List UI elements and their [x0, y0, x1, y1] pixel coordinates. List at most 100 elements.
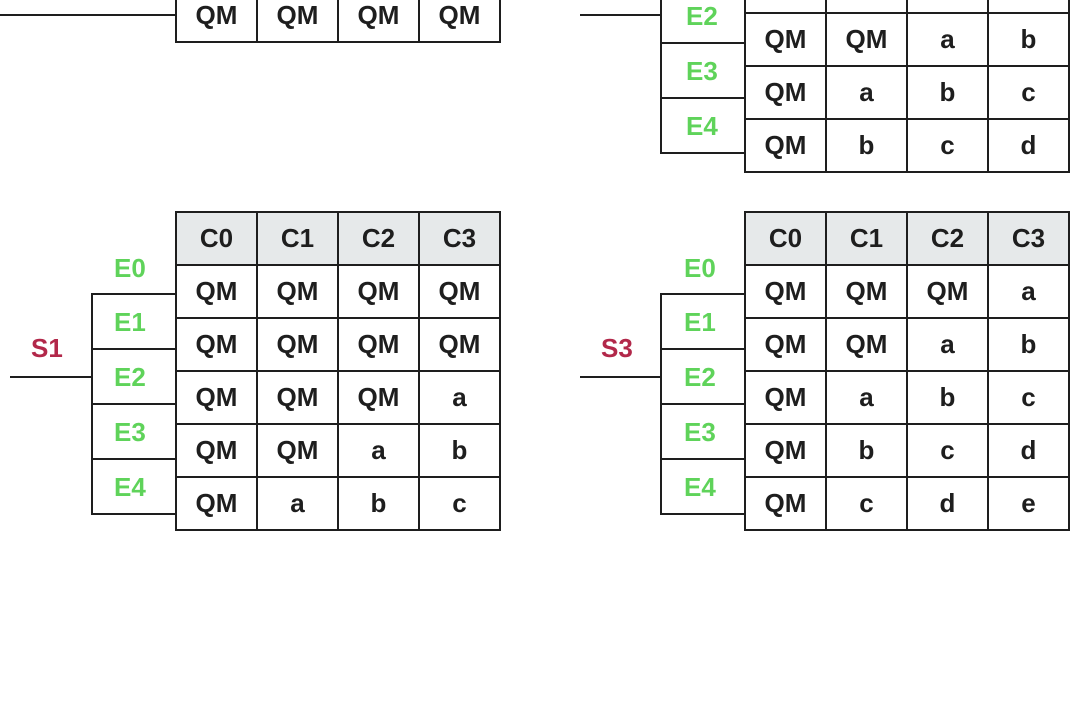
s1-state-label: S1 [31, 333, 63, 363]
table-cell: QM [744, 370, 827, 425]
table-cell: QM [418, 264, 501, 319]
table-cell: QM [337, 370, 420, 425]
table-row: QM QM a b [175, 423, 501, 478]
s3-edge-label-e2: E2 [684, 362, 716, 392]
table-cell: a [987, 264, 1070, 319]
table-cell: a [256, 476, 339, 531]
table-cell: QM [256, 264, 339, 319]
table-row: QM a b c [744, 65, 1070, 120]
table-cell: QM [744, 476, 827, 531]
table-cell: QM [744, 65, 827, 120]
table-cell: a [825, 65, 908, 120]
table-cell: QM [175, 423, 258, 478]
table-cell: QM [744, 317, 827, 372]
table-cell: QM [825, 12, 908, 67]
table-row: QM QM QM QM [175, 264, 501, 319]
table-cell: b [906, 370, 989, 425]
table-cell [744, 0, 827, 14]
top-right-edge-label-e2: E2 [686, 1, 718, 31]
table-cell: QM [906, 264, 989, 319]
table-header-row: C0 C1 C2 C3 [744, 211, 1070, 266]
s3-edge-label-e0: E0 [684, 253, 716, 283]
table-cell: QM [825, 264, 908, 319]
s3-table: C0 C1 C2 C3 QM QM QM a QM QM a b QM a b … [744, 211, 1070, 531]
table-cell: b [906, 65, 989, 120]
s3-edge-label-e3: E3 [684, 417, 716, 447]
table-cell: QM [337, 0, 420, 43]
table-cell: QM [744, 12, 827, 67]
table-cell: c [825, 476, 908, 531]
table-cell: QM [175, 370, 258, 425]
top-right-edge-bracket [660, 0, 744, 154]
table-header-row: C0 C1 C2 C3 [175, 211, 501, 266]
table-row: QM c d e [744, 476, 1070, 531]
table-cell: e [987, 476, 1070, 531]
table-cell: QM [175, 0, 258, 43]
table-row: QM b c d [744, 423, 1070, 478]
table-row: QM a b c [744, 370, 1070, 425]
column-header: C1 [825, 211, 908, 266]
table-cell: c [987, 370, 1070, 425]
table-cell: b [987, 317, 1070, 372]
table-cell: QM [744, 264, 827, 319]
table-cell: c [418, 476, 501, 531]
table-cell: d [987, 423, 1070, 478]
table-cell: b [825, 423, 908, 478]
table-cell [906, 0, 989, 14]
column-header: C3 [418, 211, 501, 266]
s1-edge-label-e3: E3 [114, 417, 146, 447]
table-row: QM QM QM a [175, 370, 501, 425]
table-cell: c [987, 65, 1070, 120]
table-cell: a [825, 370, 908, 425]
table-cell: c [906, 423, 989, 478]
top-left-table: QM QM QM QM [175, 0, 501, 43]
table-cell: b [987, 12, 1070, 67]
table-row: QM a b c [175, 476, 501, 531]
table-cell: a [906, 317, 989, 372]
top-right-edge-label-e3: E3 [686, 56, 718, 86]
table-row: QM QM QM QM [175, 317, 501, 372]
table-row: QM QM a b [744, 317, 1070, 372]
table-cell: QM [744, 423, 827, 478]
table-cell [987, 0, 1070, 14]
table-cell: b [337, 476, 420, 531]
table-cell: QM [256, 370, 339, 425]
table-cell: QM [744, 118, 827, 173]
top-right-table: QM QM a b QM a b c QM b c d [744, 0, 1070, 173]
column-header: C2 [337, 211, 420, 266]
table-cell: d [987, 118, 1070, 173]
table-cell: QM [825, 317, 908, 372]
table-cell: c [906, 118, 989, 173]
column-header: C0 [175, 211, 258, 266]
table-cell: QM [175, 264, 258, 319]
table-cell: QM [175, 317, 258, 372]
table-cell: QM [337, 317, 420, 372]
table-row: QM QM QM QM [175, 0, 501, 43]
top-right-edge-label-e4: E4 [686, 111, 718, 141]
s3-edge-label-e4: E4 [684, 472, 716, 502]
table-cell: a [337, 423, 420, 478]
table-cell: QM [337, 264, 420, 319]
s1-edge-label-e0: E0 [114, 253, 146, 283]
s3-state-label: S3 [601, 333, 633, 363]
s1-edge-label-e2: E2 [114, 362, 146, 392]
table-cell [825, 0, 908, 14]
s3-edge-label-e1: E1 [684, 307, 716, 337]
column-header: C1 [256, 211, 339, 266]
s1-table: C0 C1 C2 C3 QM QM QM QM QM QM QM QM QM Q… [175, 211, 501, 531]
column-header: C2 [906, 211, 989, 266]
table-cell: QM [418, 0, 501, 43]
table-cell: QM [256, 317, 339, 372]
table-row: QM b c d [744, 118, 1070, 173]
table-cell: a [418, 370, 501, 425]
s1-edge-label-e4: E4 [114, 472, 146, 502]
s1-edge-label-e1: E1 [114, 307, 146, 337]
table-cell: d [906, 476, 989, 531]
table-row: QM QM a b [744, 12, 1070, 67]
table-cell: QM [256, 0, 339, 43]
table-cell: QM [175, 476, 258, 531]
table-row [744, 0, 1070, 14]
table-row: QM QM QM a [744, 264, 1070, 319]
